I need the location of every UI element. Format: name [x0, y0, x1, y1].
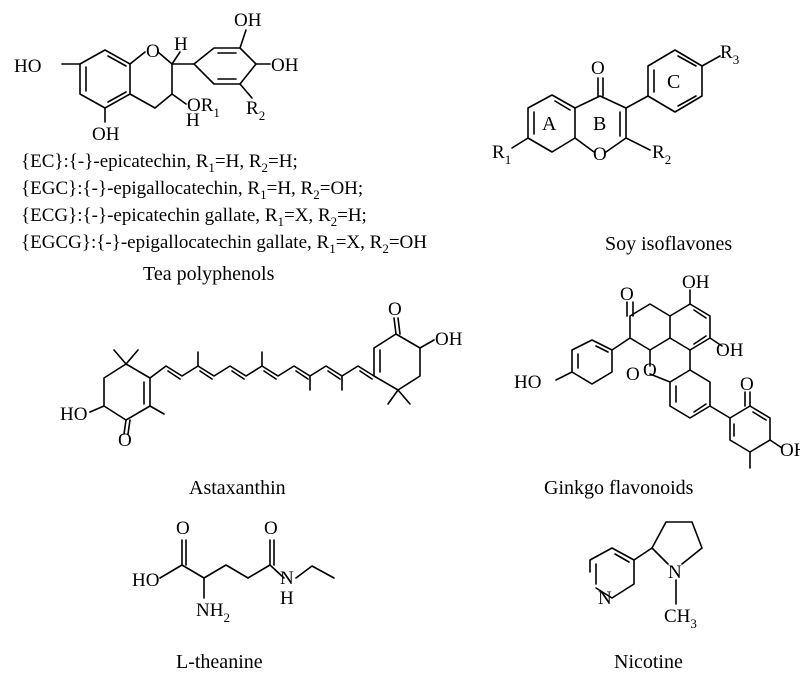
ginkgo-o-lower: O — [740, 374, 754, 395]
tea-variant-ecg: {ECG}:{-}-epicatechin gallate, R1=X, R2=… — [21, 205, 367, 229]
tea-ring-oxygen: O — [146, 41, 160, 62]
nicotine-pyridine-n: N — [598, 588, 612, 609]
astaxanthin-polyene-chain — [149, 365, 375, 379]
tea-variant-egcg: {EGCG}:{-}-epigallocatechin gallate, R1=… — [21, 232, 427, 256]
ginkgo-o-ring-upper: O — [643, 360, 657, 381]
ginkgo-lower-chromone — [729, 405, 771, 453]
tea-ring-a — [79, 49, 131, 109]
tea-ho-left: HO — [14, 56, 41, 77]
astaxanthin-structure: O HO O OH — [60, 299, 463, 451]
tea-polyphenols-structure: HO O H OH OH OH OR1 H R2 — [14, 10, 299, 145]
astaxanthin-left-ring — [103, 363, 151, 421]
theanine-backbone — [159, 564, 271, 579]
soy-ring-label-a: A — [542, 113, 557, 135]
ginkgo-o-upper: O — [620, 284, 634, 305]
ginkgo-ho: HO — [514, 372, 541, 393]
ginkgo-caption: Ginkgo flavonoids — [544, 477, 694, 499]
ginkgo-oh-lower: OH — [780, 440, 800, 461]
ginkgo-flavonoid-structure: O OH OH O HO O O OH — [514, 272, 800, 469]
soy-r2: R2 — [652, 142, 671, 167]
astaxanthin-ho-left: HO — [60, 404, 87, 425]
nicotine-pyrrolidine-ring — [651, 521, 703, 565]
tea-h-bottom: H — [186, 110, 200, 131]
tea-variant-list: {EC}:{-}-epicatechin, R1=H, R2=H; {EGC}:… — [21, 151, 427, 256]
soy-r3: R3 — [720, 42, 739, 67]
soy-isoflavone-structure: O O A B C R1 R2 R3 — [492, 42, 739, 167]
theanine-nh2: NH2 — [196, 600, 230, 625]
soy-ring-label-b: B — [593, 113, 606, 135]
tea-oh-top: OH — [234, 10, 262, 31]
theanine-ho: HO — [132, 570, 159, 591]
astaxanthin-o-right: O — [388, 299, 402, 320]
astaxanthin-right-ring — [373, 333, 421, 391]
astaxanthin-oh-right: OH — [435, 329, 463, 350]
nicotine-pyridine-ring — [589, 547, 635, 599]
ginkgo-oh-upper: OH — [682, 272, 710, 293]
nicotine-pyrrolidine-n: N — [668, 562, 682, 583]
theanine-nh-h: H — [280, 588, 294, 609]
theanine-o-amide: O — [264, 518, 278, 539]
ginkgo-oh-mid: OH — [716, 340, 744, 361]
tea-variant-ec: {EC}:{-}-epicatechin, R1=H, R2=H; — [21, 151, 298, 175]
theanine-o-acid: O — [176, 518, 190, 539]
ginkgo-upper-chromone — [629, 303, 671, 351]
astaxanthin-caption: Astaxanthin — [189, 477, 286, 499]
tea-h-top: H — [174, 34, 188, 55]
tea-r2: R2 — [246, 98, 265, 123]
soy-ring-label-c: C — [667, 71, 680, 93]
nicotine-structure: N N CH3 — [589, 521, 703, 631]
tea-caption: Tea polyphenols — [143, 263, 275, 285]
tea-oh-bottom: OH — [92, 124, 120, 145]
tea-oh-right: OH — [271, 55, 299, 76]
nicotine-methyl: CH3 — [664, 606, 697, 631]
theanine-n: N — [280, 568, 294, 589]
soy-caption: Soy isoflavones — [605, 233, 732, 255]
ginkgo-methoxy-o: O — [626, 364, 640, 385]
l-theanine-structure: O HO O N H NH2 — [132, 518, 335, 625]
soy-ring-o: O — [593, 144, 607, 165]
soy-r1: R1 — [492, 142, 511, 167]
tea-variant-egc: {EGC}:{-}-epigallocatechin, R1=H, R2=OH; — [21, 178, 363, 202]
tea-or1: OR1 — [187, 95, 220, 120]
astaxanthin-o-left: O — [118, 430, 132, 451]
soy-carbonyl-o: O — [591, 58, 605, 79]
theanine-caption: L-theanine — [176, 651, 263, 673]
nicotine-caption: Nicotine — [614, 651, 683, 673]
